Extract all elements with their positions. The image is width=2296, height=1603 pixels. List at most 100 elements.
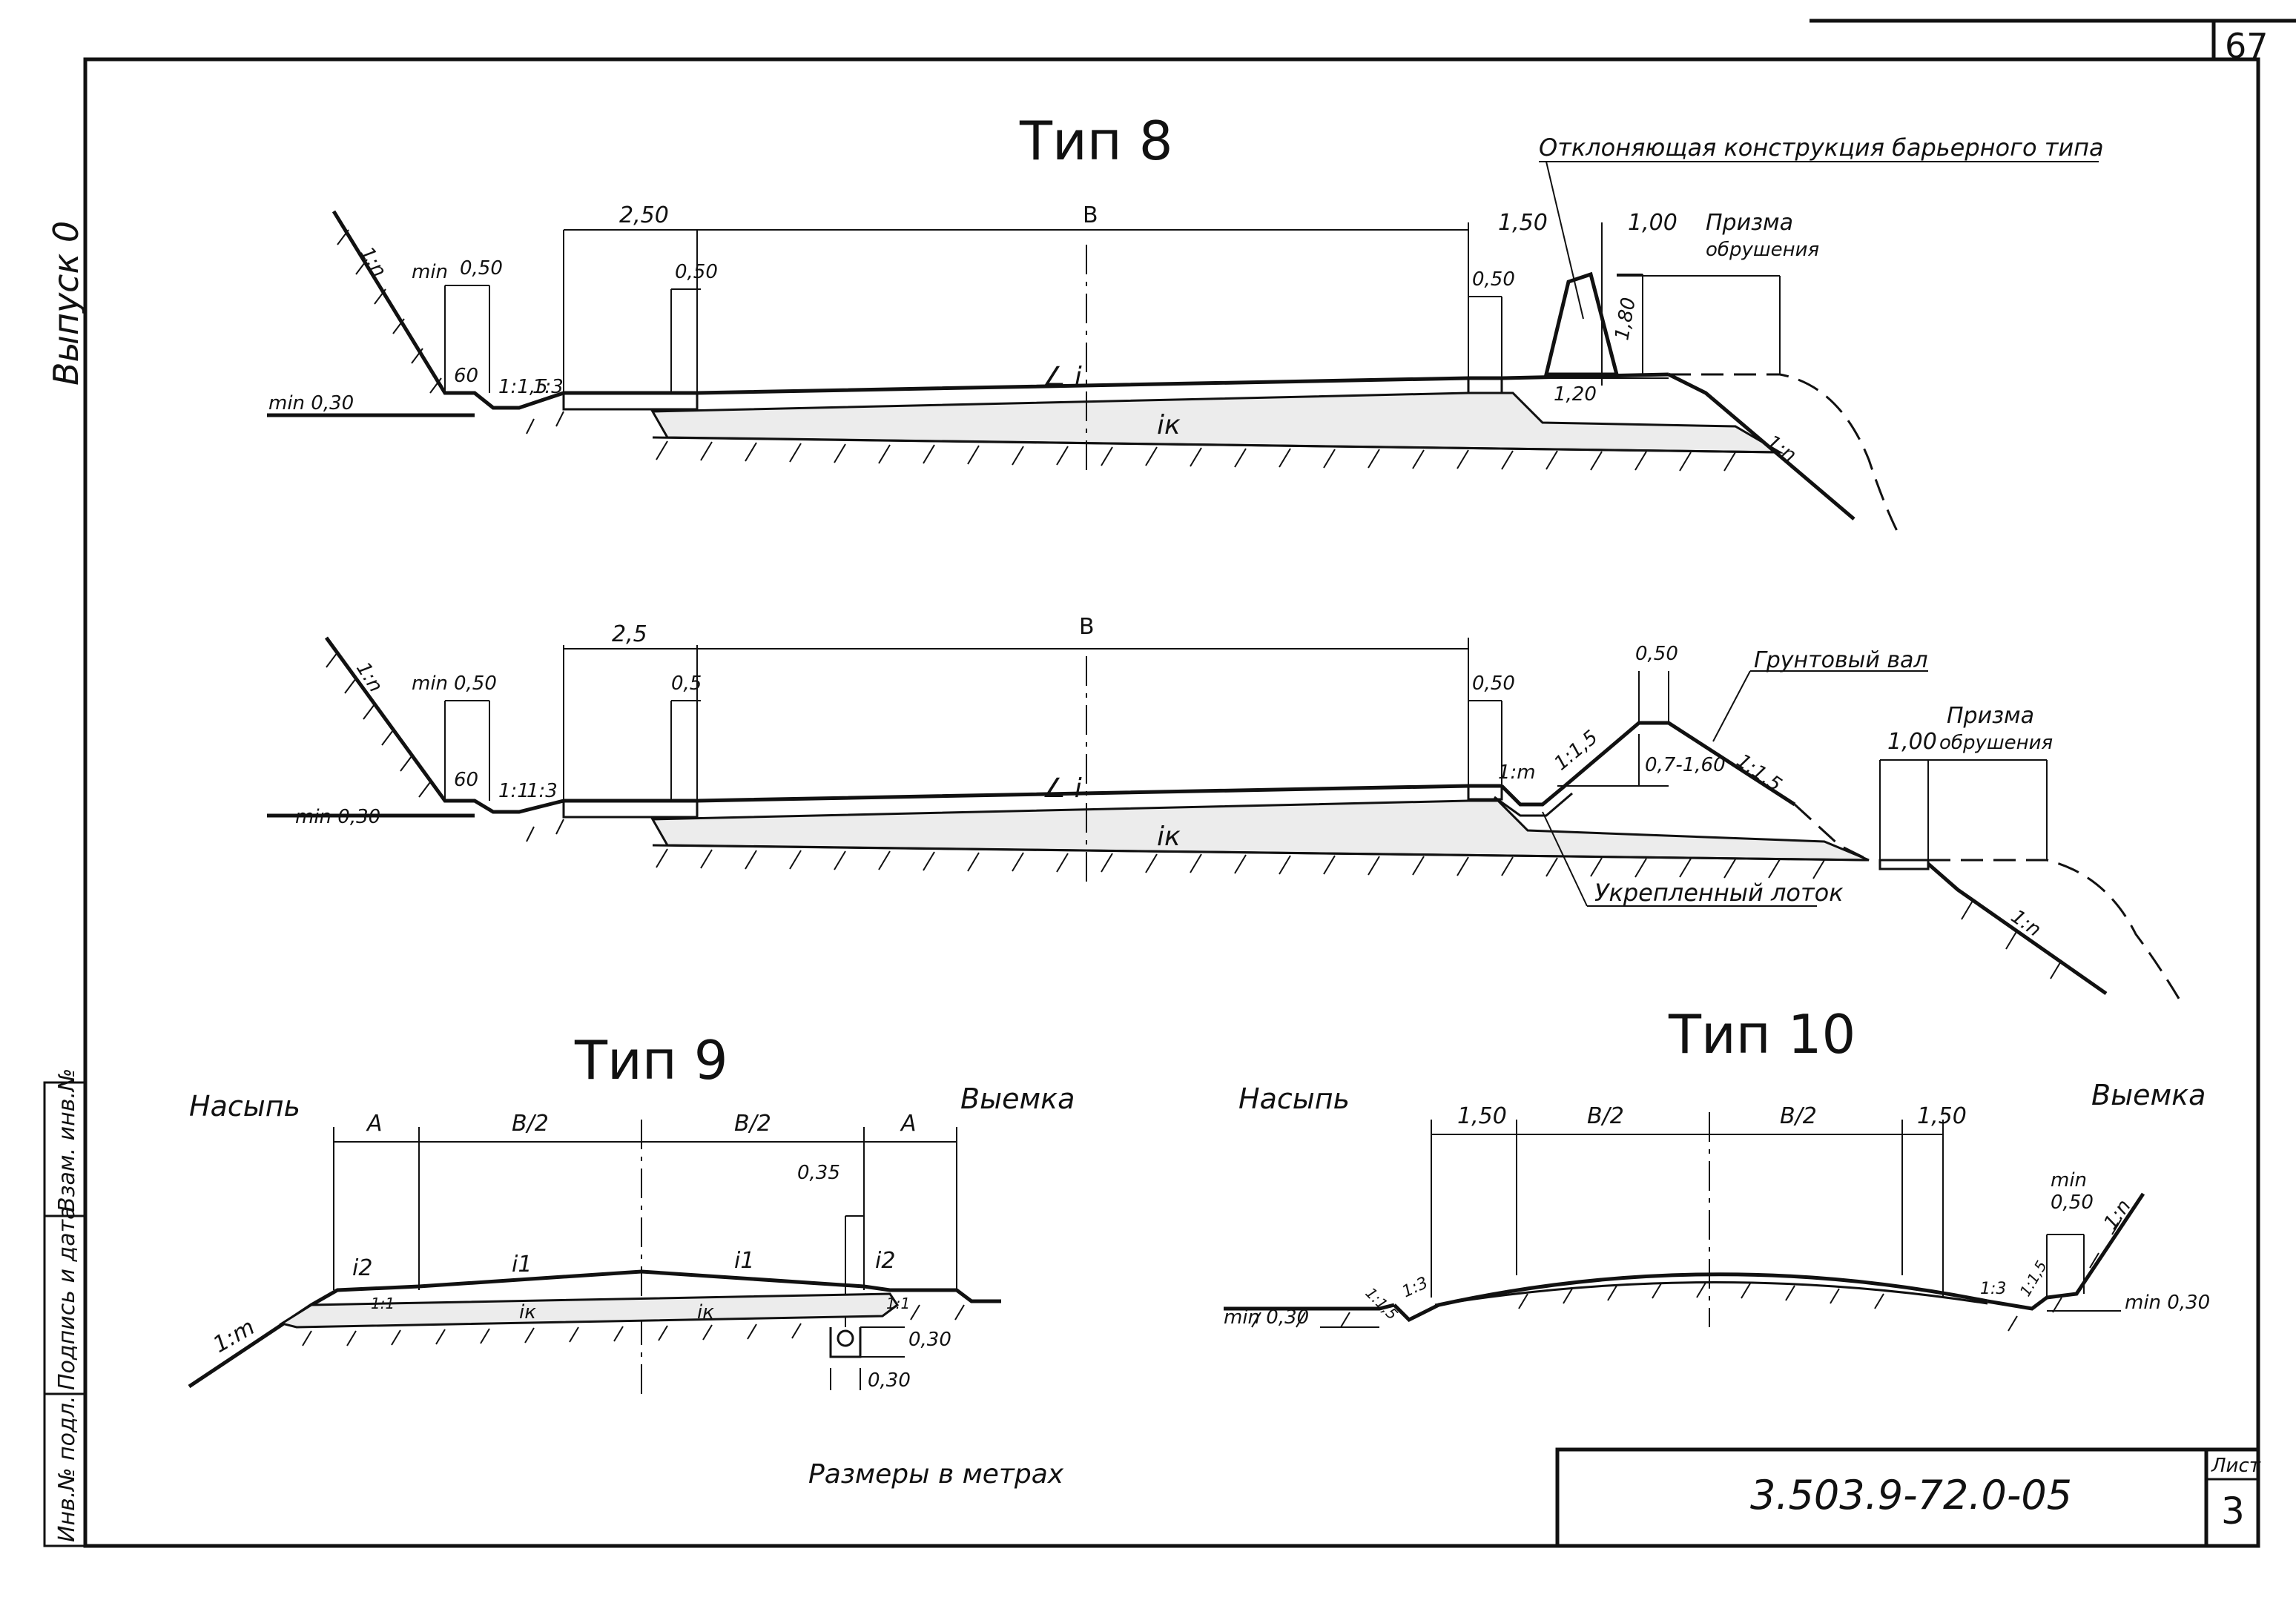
t9-i2-left: i2 (352, 1255, 372, 1281)
t8b-s1: 1:1 (498, 780, 530, 802)
t8b-d050: 0,50 (1472, 672, 1515, 695)
t9-right-label: Выемка (960, 1083, 1075, 1115)
t8b-min050: 0,50 (454, 672, 497, 695)
t9-ground-hatch (302, 1304, 965, 1346)
t8-s15: 1:1,5 (498, 376, 548, 398)
t8-slope-left: 1:n (355, 243, 391, 281)
t8b-slope-right: 1:n (2007, 905, 2045, 942)
t8-d100: 1,00 (1628, 210, 1678, 236)
t8-prism-1: Призма (1706, 210, 1793, 236)
type10-section: Тип 10 Насыпь Выемка 1,50 B/2 B/2 1,50 m… (1224, 1003, 2210, 1332)
t8-s13: 1:3 (532, 376, 564, 398)
list-label: Лист (2211, 1455, 2261, 1477)
t8b-min030: min 0,30 (295, 806, 380, 828)
t10-s1n: 1:n (2099, 1196, 2136, 1234)
t10-min030r: min 0,30 (2125, 1292, 2210, 1314)
t9-s11r: 1:1 (886, 1295, 910, 1312)
page-number: 67 (2225, 26, 2269, 66)
stamp-cell-2: Подпись и дата (54, 1206, 80, 1391)
t8b-s1m: 1:m (1498, 761, 1536, 784)
tray-label: Укрепленный лоток (1594, 879, 1844, 907)
t8-min-text: min (412, 261, 448, 283)
t8b-d25: 2,5 (612, 621, 647, 647)
t9-left-label: Насыпь (189, 1090, 300, 1123)
drawing-code: 3.503.9-72.0-05 (1750, 1472, 2072, 1518)
t8-d250: 2,50 (619, 202, 669, 228)
soil-bank-label: Грунтовый вал (1754, 647, 1928, 673)
t9-ik-left: iк (519, 1301, 536, 1323)
t9-s11l: 1:1 (371, 1295, 395, 1312)
type10-title: Тип 10 (1668, 1003, 1855, 1065)
t8b-i: ∠ i (1042, 773, 1082, 804)
t8-slope-right: 1:n (1762, 431, 1800, 467)
t8-d050b: 0,50 (1472, 268, 1515, 291)
barrier-structure (1543, 271, 1620, 377)
t8-d180: 1,80 (1611, 296, 1640, 342)
t10-d150r: 1,50 (1917, 1103, 1967, 1129)
t8-min030: min 0,30 (268, 392, 354, 414)
t8b-B: B (1079, 614, 1095, 640)
t9-ik-right: iк (697, 1301, 714, 1323)
dims-note: Размеры в метрах (808, 1459, 1064, 1490)
t8-s60: 60 (454, 365, 478, 387)
t9-i2-right: i2 (875, 1248, 895, 1274)
t9-d030a: 0,30 (908, 1329, 951, 1351)
t10-min030l: min 0,30 (1224, 1306, 1309, 1329)
type9-section: Тип 9 Насыпь Выемка A B/2 B/2 A 0,35 i2 … (188, 1029, 1075, 1394)
t8b-min-text: min (412, 672, 448, 695)
t8b-s15r: 1:1,5 (1732, 750, 1786, 796)
stamp-cell-3: Взам. инв.№ (54, 1068, 80, 1212)
barrier-label: Отклоняющая конструкция барьерного типа (1539, 133, 2104, 162)
stamp-cell-1: Инв.№ подл. (54, 1396, 80, 1542)
t9-B2-left: B/2 (512, 1111, 549, 1137)
list-number: 3 (2221, 1490, 2245, 1533)
t8-min050: 0,50 (460, 257, 503, 280)
type8b-section: 1:n 60 1:1 1:3 min 0,30 min 0,50 2,5 B 0… (267, 614, 2182, 1002)
t8b-prism-1: Призма (1947, 703, 2034, 729)
t10-s15l: 1:1,5 (1362, 1284, 1401, 1323)
t8-prism-2: обрушения (1706, 239, 1819, 261)
t10-d150l: 1,50 (1457, 1103, 1507, 1129)
t9-A-left: A (366, 1111, 383, 1137)
t10-min-text: min (2051, 1169, 2087, 1191)
t8b-s60: 60 (454, 769, 478, 791)
t10-min050: 0,50 (2051, 1191, 2094, 1214)
t9-i1-right: i1 (734, 1248, 754, 1274)
t9-A-right: A (900, 1111, 917, 1137)
t8-d120: 1,20 (1554, 383, 1597, 406)
t10-ground-hatch (1251, 1219, 2122, 1332)
t10-left-label: Насыпь (1238, 1083, 1350, 1115)
soil-bank (1563, 721, 1796, 807)
t8b-h: 0,7-1,60 (1645, 754, 1726, 776)
left-stamp (43, 1081, 87, 1547)
title-block: 3.503.9-72.0-05 Лист 3 (1555, 1447, 2261, 1548)
t8b-slope-left: 1:n (352, 658, 387, 696)
side-issue-label: Выпуск 0 (46, 221, 86, 386)
t9-B2-right: B/2 (734, 1111, 771, 1137)
type8-section: Тип 8 Отклоняющая конструкция барьерного… (267, 110, 2104, 535)
sheet-frame: 67 Инв.№ подл. Подпись и дата Взам. инв.… (43, 19, 2296, 1548)
t8b-d100: 1,00 (1887, 729, 1937, 755)
type8-title: Тип 8 (1019, 110, 1173, 172)
t9-d030b: 0,30 (868, 1369, 911, 1392)
type9-title: Тип 9 (574, 1029, 728, 1091)
t8b-prism-2: обрушения (1939, 732, 2053, 754)
t9-d035: 0,35 (797, 1162, 840, 1184)
t9-s1m: 1:m (209, 1314, 260, 1358)
t8b-s15l: 1:1,5 (1550, 727, 1602, 776)
t10-s13r: 1:3 (1980, 1280, 2006, 1298)
t9-i1-left: i1 (512, 1252, 532, 1278)
t10-crown (1393, 1272, 1988, 1323)
t10-s13l: 1:3 (1399, 1274, 1431, 1302)
t8-d050a: 0,50 (675, 261, 718, 283)
t8b-d050top: 0,50 (1635, 643, 1678, 665)
t10-B2l: B/2 (1587, 1103, 1624, 1129)
t8b-ik: iк (1157, 822, 1181, 852)
t10-right-label: Выемка (2091, 1079, 2206, 1111)
t8-B: B (1083, 202, 1098, 228)
t8-i: ∠ i (1042, 362, 1082, 392)
t8b-s13: 1:3 (527, 780, 558, 802)
t10-s15r: 1:1,5 (2016, 1257, 2051, 1299)
t8b-ground-hatch (326, 652, 2062, 979)
